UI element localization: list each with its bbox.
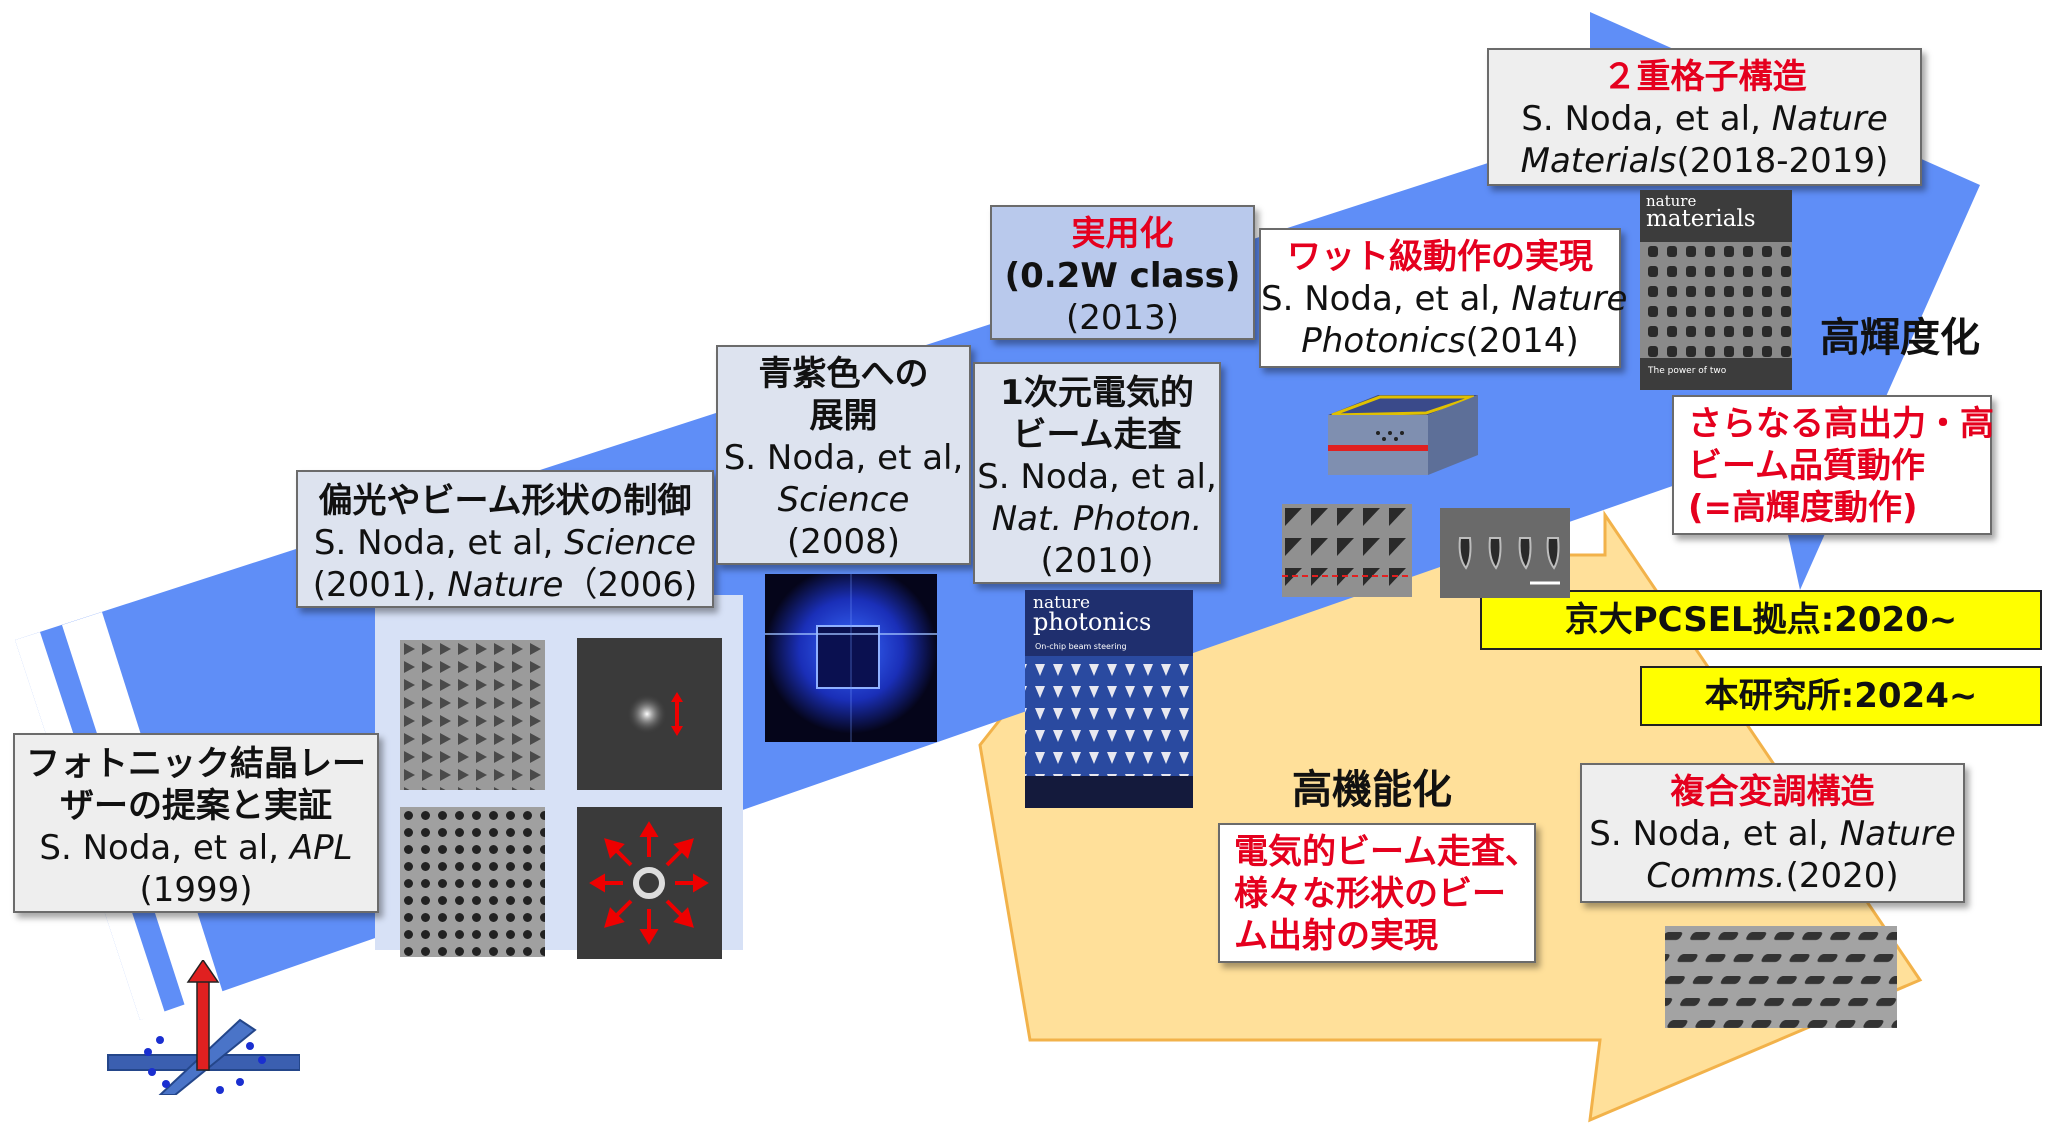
higher-power-line-2: ビーム品質動作 <box>1688 446 1925 486</box>
complex-title: 複合変調構造 <box>1670 772 1875 812</box>
practical-box: 実用化 (0.2W class) (2013) <box>990 205 1255 340</box>
double-lattice-title: ２重格子構造 <box>1602 57 1807 97</box>
higher-power-line-3: (=高輝度動作) <box>1688 488 1918 528</box>
complex-citation-2: Comms.(2020) <box>1646 856 1899 896</box>
origin-year: (1999) <box>139 870 253 910</box>
circle-lattice-image <box>400 807 545 957</box>
brightness-label: 高輝度化 <box>1820 315 1980 361</box>
triangle-lattice-image <box>400 640 545 790</box>
complex-modulation-box: 複合変調構造 S. Noda, et al, Nature Comms.(202… <box>1580 763 1965 903</box>
double-lattice-box: ２重格子構造 S. Noda, et al, Nature Materials(… <box>1487 48 1922 186</box>
blue-violet-box: 青紫色への 展開 S. Noda, et al, Science (2008) <box>716 345 971 565</box>
beam-scan-title-1: 1次元電気的 <box>1000 373 1194 413</box>
cover-photonics-subtitle: On-chip beam steering <box>1035 642 1127 651</box>
cover-photonics-brand-2: photonics <box>1033 608 1152 636</box>
blue-violet-authors: S. Noda, et al, <box>723 438 964 478</box>
watt-title: ワット級動作の実現 <box>1287 237 1593 277</box>
origin-title-2: ザーの提案と実証 <box>60 786 332 826</box>
double-lattice-citation-2: Materials(2018-2019) <box>1520 141 1889 181</box>
institute-badge: 本研究所:2024~ <box>1640 666 2042 726</box>
beam-scan-journal: Nat. Photon. <box>991 499 1203 539</box>
watt-citation: S. Noda, et al, Nature <box>1261 279 1628 319</box>
double-lattice-citation: S. Noda, et al, Nature <box>1521 99 1888 139</box>
blue-violet-journal: Science <box>777 480 910 520</box>
watt-citation-2: Photonics(2014) <box>1301 321 1579 361</box>
polarization-title: 偏光やビーム形状の制御 <box>318 481 692 521</box>
function-line-2: 様々な形状のビー <box>1234 874 1506 914</box>
blue-violet-laser-image <box>765 574 937 742</box>
watt-box: ワット級動作の実現 S. Noda, et al, Nature Photoni… <box>1259 228 1628 368</box>
blue-violet-title-2: 展開 <box>809 396 878 436</box>
cover-materials-subtitle: The power of two <box>1648 366 1727 376</box>
practical-power: (0.2W class) <box>1004 256 1241 296</box>
function-line-3: ム出射の実現 <box>1234 916 1438 956</box>
kyoto-pcsel-badge: 京大PCSEL拠点:2020~ <box>1480 590 2042 650</box>
cover-photonics-brand-1: nature <box>1033 593 1091 613</box>
blue-violet-year: (2008) <box>786 522 901 562</box>
higher-power-line-1: さらなる高出力・高 <box>1688 404 1994 444</box>
cross-section-sem-image <box>1440 508 1570 598</box>
polarization-box: 偏光やビーム形状の制御 S. Noda, et al, Science (200… <box>296 470 714 608</box>
function-box: 電気的ビーム走査、 様々な形状のビー ム出射の実現 <box>1218 823 1539 963</box>
beam-scan-year: (2010) <box>1040 541 1154 581</box>
beam-scan-authors: S. Noda, et al, <box>977 457 1217 497</box>
double-lattice-sem-image <box>1282 504 1412 597</box>
complex-modulation-sem-image <box>1665 926 1897 1028</box>
blue-violet-title-1: 青紫色への <box>758 354 929 394</box>
cover-materials-brand-2: materials <box>1646 206 1756 232</box>
function-line-1: 電気的ビーム走査、 <box>1234 832 1539 872</box>
origin-box: フォトニック結晶レー ザーの提案と実証 S. Noda, et al, APL … <box>13 733 379 913</box>
beam-scan-title-2: ビーム走査 <box>1012 415 1182 455</box>
beam-spot-image <box>577 638 722 790</box>
beam-scan-box: 1次元電気的 ビーム走査 S. Noda, et al, Nat. Photon… <box>973 362 1221 584</box>
cover-materials-brand-1: nature <box>1646 192 1697 210</box>
nature-materials-cover: nature materials The power of two <box>1640 190 1792 390</box>
donut-beam-image <box>577 807 722 959</box>
polarization-citation: S. Noda, et al, Science <box>313 523 697 563</box>
device-schematic-image <box>1318 385 1490 495</box>
practical-title: 実用化 <box>1071 214 1174 254</box>
complex-citation: S. Noda, et al, Nature <box>1589 814 1956 854</box>
higher-power-box: さらなる高出力・高 ビーム品質動作 (=高輝度動作) <box>1672 395 1994 535</box>
origin-citation: S. Noda, et al, APL <box>39 828 353 868</box>
origin-title-1: フォトニック結晶レー <box>26 744 366 784</box>
practical-year: (2013) <box>1065 298 1180 338</box>
polarization-citation-2: (2001), Nature（2006) <box>312 565 698 605</box>
nature-photonics-cover: nature photonics On-chip beam steering <box>1025 590 1193 808</box>
function-label: 高機能化 <box>1292 767 1452 813</box>
laser-device-icon <box>107 960 300 1095</box>
